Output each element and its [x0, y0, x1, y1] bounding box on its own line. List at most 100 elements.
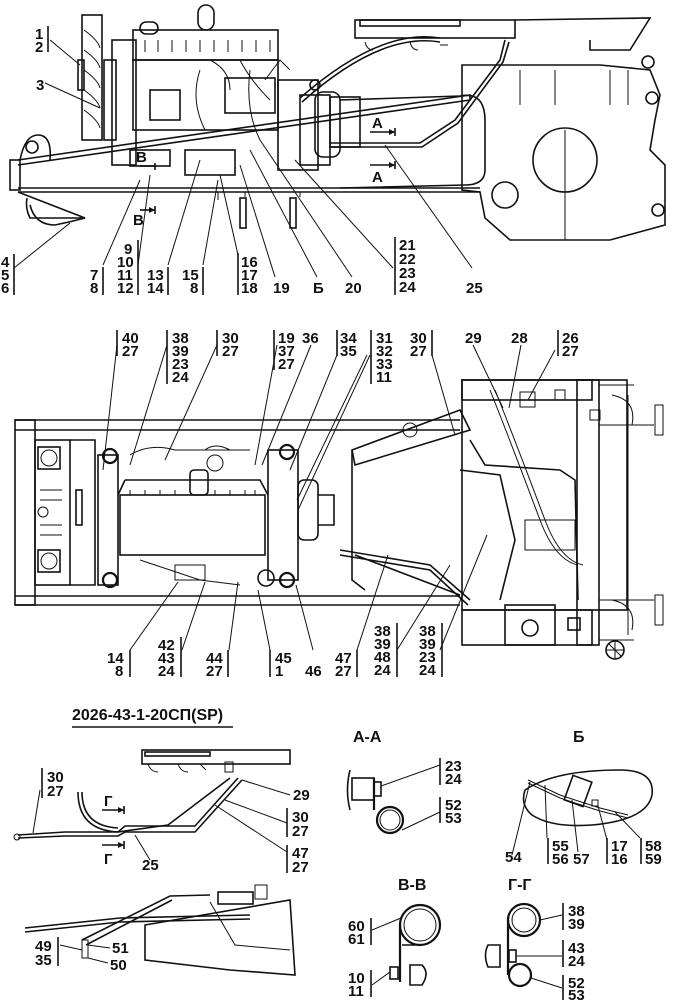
section-a-a-title: А-А: [353, 729, 382, 746]
detail-b-title: Б: [573, 729, 585, 746]
callout-25: 25: [466, 280, 483, 297]
svg-text:27: 27: [122, 343, 139, 360]
section-g-g-title: Г-Г: [508, 877, 531, 894]
svg-text:32: 32: [376, 343, 393, 360]
svg-text:23: 23: [445, 758, 462, 775]
svg-text:27: 27: [278, 356, 295, 373]
side-leaders: [13, 39, 473, 278]
svg-text:24: 24: [399, 279, 416, 296]
svg-text:14: 14: [107, 650, 124, 667]
callout-29-v: 29: [293, 787, 310, 804]
frame-top: [14, 379, 664, 660]
fan-assembly: [77, 14, 117, 141]
svg-text:38: 38: [419, 623, 436, 640]
svg-text:12: 12: [117, 280, 134, 297]
svg-text:30: 30: [292, 809, 309, 826]
callout-46: 46: [305, 663, 322, 680]
svg-text:38: 38: [374, 623, 391, 640]
svg-text:60: 60: [348, 918, 365, 935]
callout-15-8: 158: [182, 267, 204, 297]
frame-side: А А В В: [9, 17, 666, 241]
svg-text:23: 23: [419, 649, 436, 666]
callout-14-8: 148: [107, 650, 131, 680]
svg-text:8: 8: [90, 280, 98, 297]
section-label-a: А: [372, 169, 383, 186]
svg-text:57: 57: [573, 851, 590, 868]
svg-text:29: 29: [293, 787, 310, 804]
svg-text:25: 25: [466, 280, 483, 297]
svg-text:46: 46: [305, 663, 322, 680]
svg-text:4: 4: [1, 254, 10, 271]
svg-text:6: 6: [1, 280, 9, 297]
svg-text:10: 10: [348, 970, 365, 987]
svg-text:11: 11: [376, 369, 392, 386]
section-label-v: В: [133, 212, 144, 229]
svg-text:27: 27: [222, 343, 239, 360]
svg-text:8: 8: [115, 663, 123, 680]
svg-text:14: 14: [147, 280, 164, 297]
callout-7-8: 78: [90, 267, 104, 297]
svg-text:24: 24: [445, 771, 462, 788]
svg-text:33: 33: [376, 356, 393, 373]
svg-text:23: 23: [172, 356, 189, 373]
svg-text:7: 7: [90, 267, 98, 284]
section-mark-a-lower: [370, 161, 396, 169]
svg-text:44: 44: [206, 650, 223, 667]
svg-text:51: 51: [112, 940, 129, 957]
svg-text:35: 35: [340, 343, 357, 360]
svg-text:26: 26: [562, 330, 579, 347]
svg-text:13: 13: [147, 267, 164, 284]
svg-text:52: 52: [568, 975, 585, 992]
svg-text:30: 30: [47, 769, 64, 786]
svg-text:30: 30: [410, 330, 427, 347]
svg-text:36: 36: [302, 330, 319, 347]
svg-text:16: 16: [241, 254, 258, 271]
engine: [111, 4, 341, 176]
svg-text:53: 53: [568, 987, 585, 1000]
svg-text:58: 58: [645, 838, 662, 855]
svg-text:47: 47: [292, 845, 309, 862]
svg-text:38: 38: [172, 330, 189, 347]
svg-text:39: 39: [568, 916, 585, 933]
callout-1-2: 12: [35, 26, 49, 56]
svg-text:25: 25: [142, 857, 159, 874]
svg-text:37: 37: [278, 343, 295, 360]
svg-text:23: 23: [399, 265, 416, 282]
svg-text:20: 20: [345, 280, 362, 297]
section-label-a: А: [372, 115, 383, 132]
section-label-g: Г: [104, 851, 113, 868]
svg-text:17: 17: [611, 838, 628, 855]
svg-text:39: 39: [374, 636, 391, 653]
svg-text:24: 24: [158, 663, 175, 680]
svg-text:29: 29: [465, 330, 482, 347]
callout-28: 28: [511, 330, 528, 347]
svg-text:56: 56: [552, 851, 569, 868]
svg-text:27: 27: [335, 663, 352, 680]
svg-text:59: 59: [645, 851, 662, 868]
svg-text:Б: Б: [313, 280, 324, 297]
svg-text:9: 9: [124, 241, 132, 258]
svg-text:43: 43: [568, 940, 585, 957]
